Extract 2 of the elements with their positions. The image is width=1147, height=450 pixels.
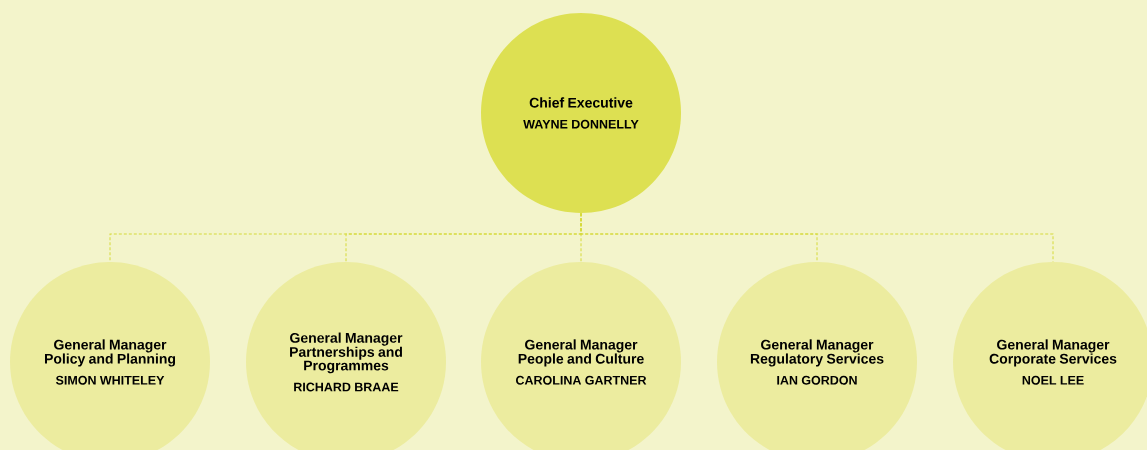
circle-node: Chief Executive WAYNE DONNELLY [481, 13, 681, 213]
connector-line [580, 212, 1054, 263]
